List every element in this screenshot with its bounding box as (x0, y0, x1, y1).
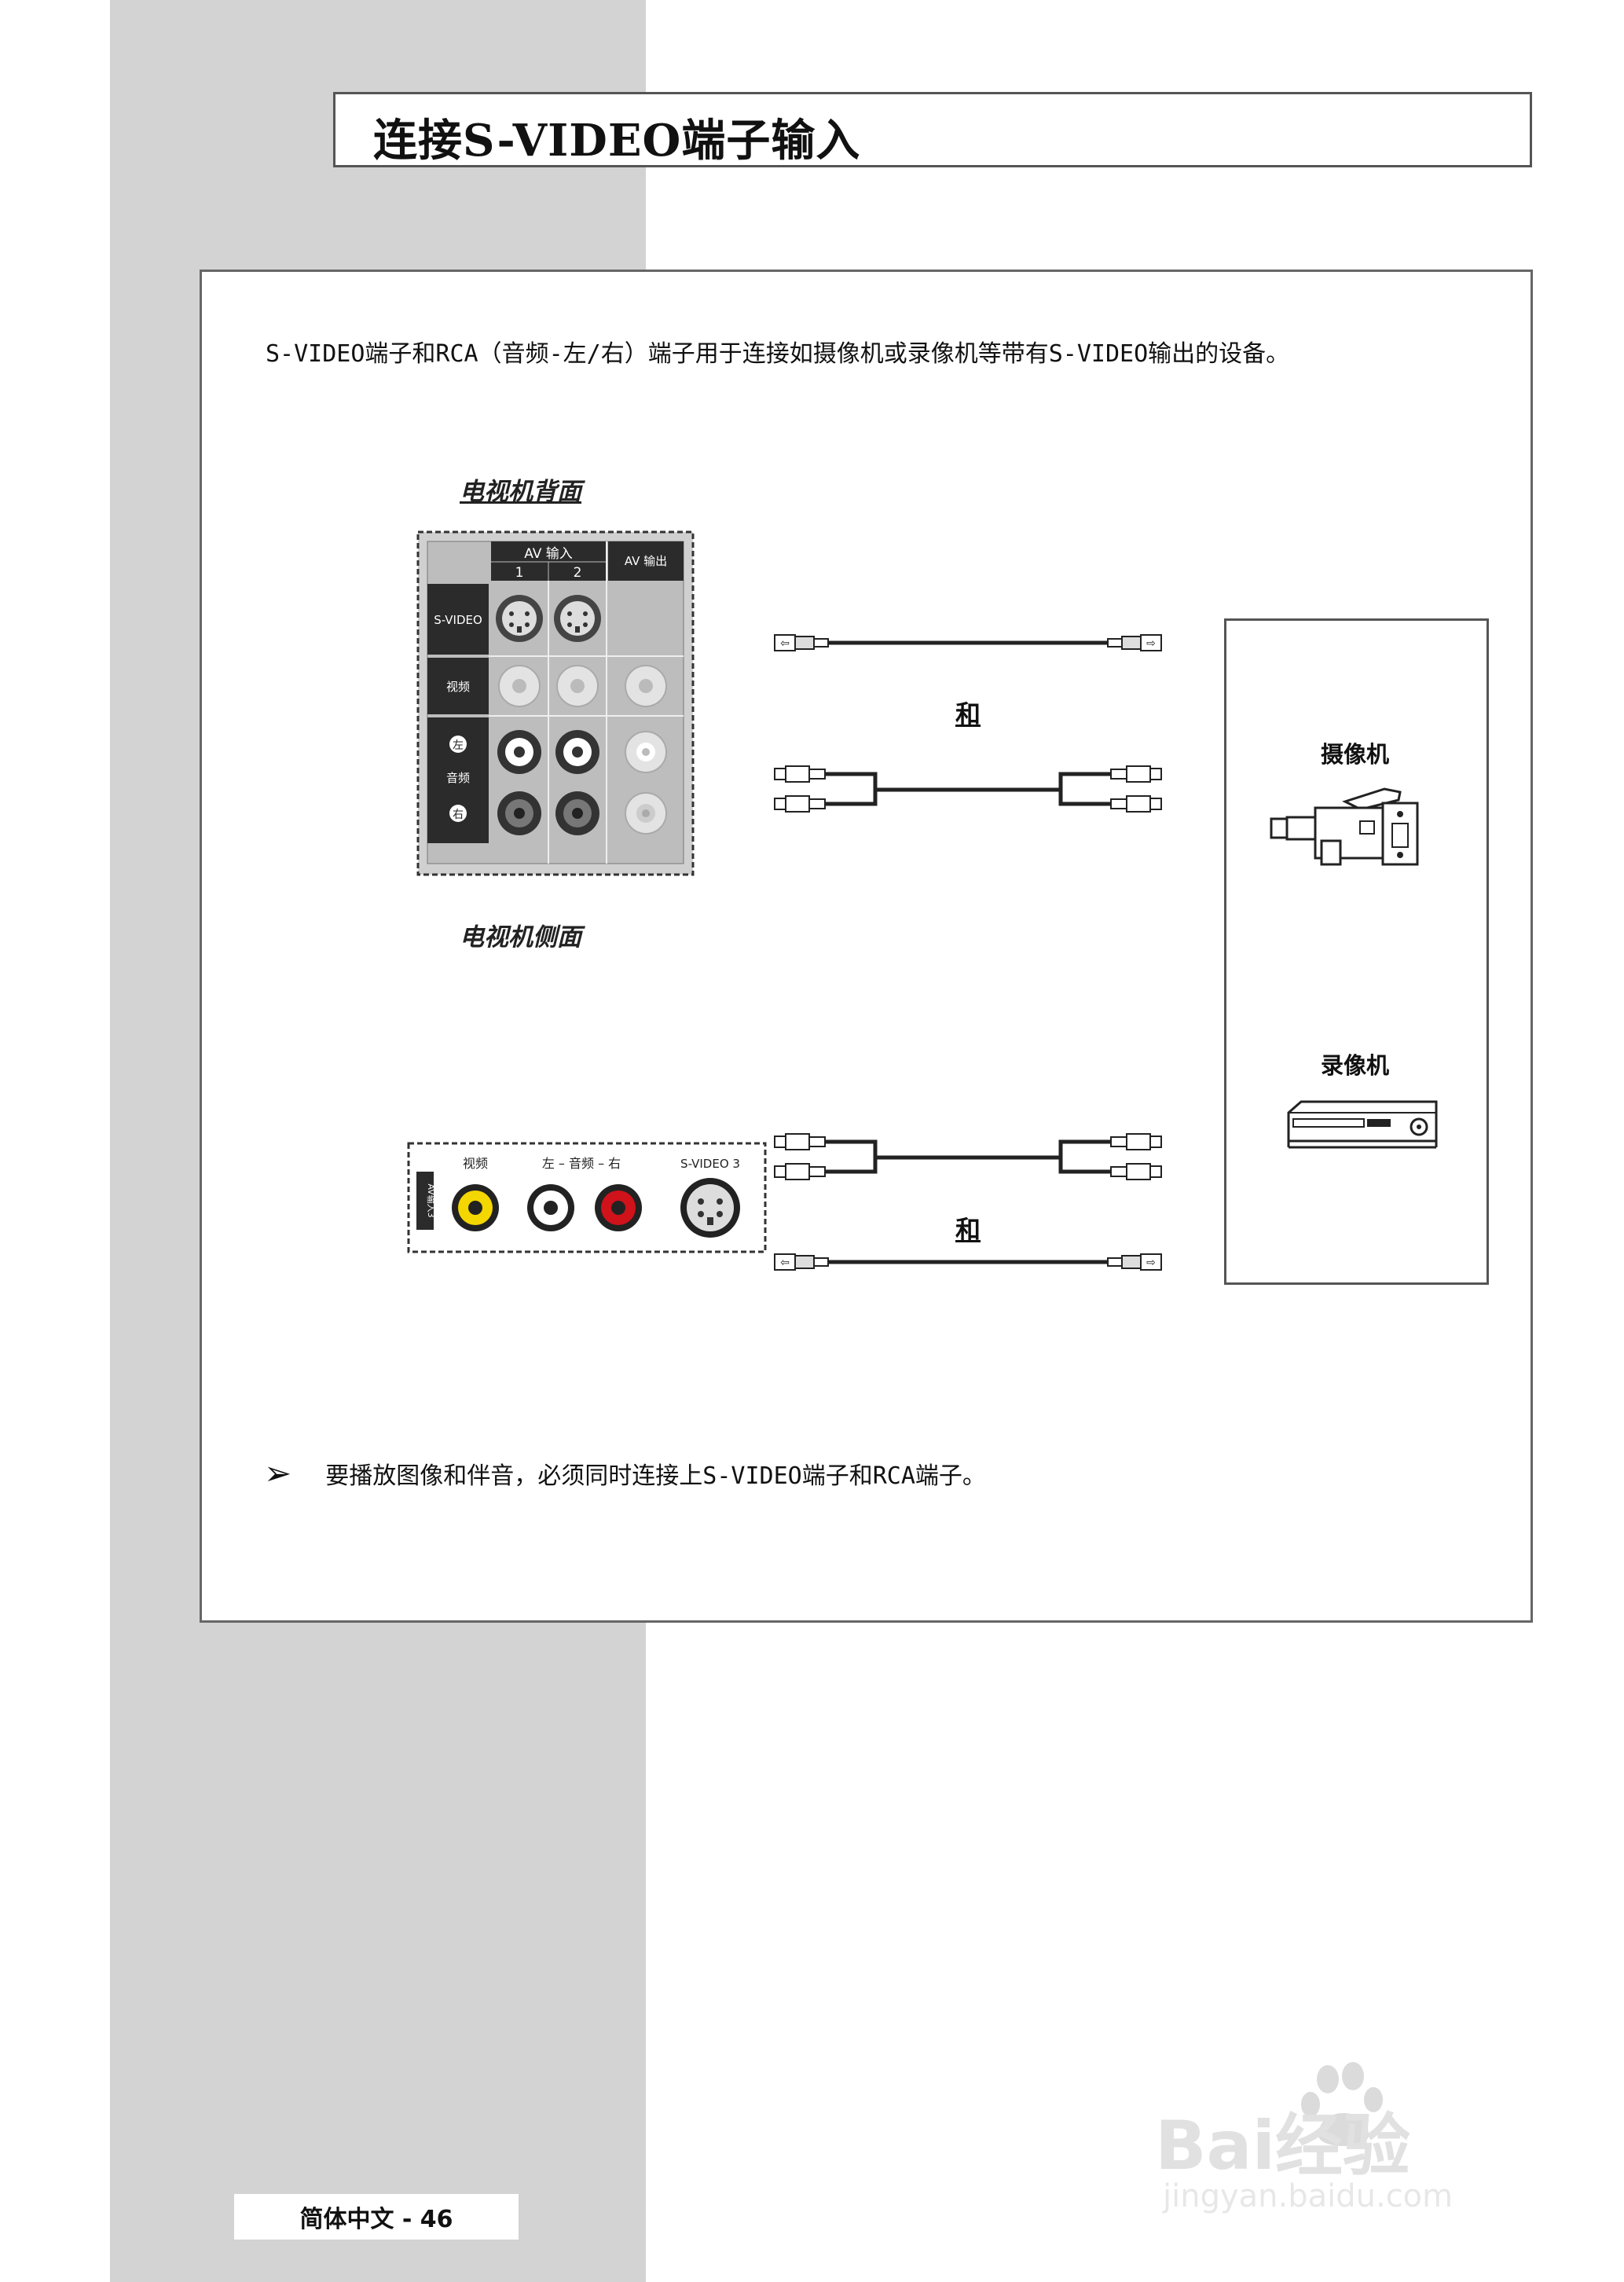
note-text: 要播放图像和伴音，必须同时连接上S-VIDEO端子和RCA端子。 (325, 1462, 986, 1490)
caption-tv-back: 电视机背面 (460, 478, 581, 506)
side-svideo-jack (680, 1178, 740, 1238)
row-label-svideo: S-VIDEO (434, 613, 482, 627)
av-out-header: AV 输出 (625, 554, 667, 568)
svideo-cable-top: ⇦ ⇨ (774, 634, 1162, 651)
camcorder-icon (1270, 787, 1419, 866)
title-box: 连接S-VIDEO端子输入 (333, 92, 1532, 167)
camcorder-label: 摄像机 (1321, 741, 1390, 768)
side-video-label: 视频 (463, 1156, 488, 1171)
svideo-jack-2 (554, 595, 601, 642)
av-in-header: AV 输入 (524, 546, 573, 562)
caption-tv-side: 电视机侧面 (460, 923, 581, 952)
av-in-col-2: 2 (574, 565, 582, 581)
svg-text:⇦: ⇦ (780, 1257, 790, 1269)
side-svideo-label: S-VIDEO 3 (680, 1157, 740, 1171)
side-audio-label: 左 – 音频 – 右 (542, 1156, 621, 1171)
audio-left-jacks (497, 730, 667, 774)
video-jacks (498, 665, 667, 707)
rca-cable-top (774, 765, 1162, 813)
watermark-brand: Bai经验 (1155, 2107, 1410, 2185)
vcr-icon (1287, 1100, 1438, 1149)
row-label-video: 视频 (446, 680, 470, 694)
svg-text:⇨: ⇨ (1146, 637, 1156, 650)
and-label-top: 和 (955, 699, 981, 729)
svideo-cable-bottom: ⇦ ⇨ (774, 1253, 1162, 1271)
row-label-audio: 音频 (446, 771, 470, 785)
arrow-right-icon: ➢ (264, 1454, 292, 1492)
side-audio-right-jack-red (595, 1184, 642, 1231)
side-video-jack-yellow (452, 1184, 499, 1231)
and-label-bottom: 和 (955, 1215, 981, 1245)
vcr-label: 录像机 (1321, 1052, 1390, 1079)
baidu-jingyan-watermark: Bai经验 jingyan.baidu.com (1155, 2062, 1453, 2214)
svideo-jack-1 (496, 595, 543, 642)
row-label-audio-left: 左 (453, 739, 464, 752)
tv-back-panel: AV 输入 1 2 AV 输出 S-VIDEO 视频 左 音频 右 (416, 530, 695, 876)
page-title: 连接S-VIDEO端子输入 (373, 115, 861, 167)
rca-cable-bottom (774, 1133, 1162, 1180)
audio-right-jacks (497, 791, 667, 835)
row-label-audio-right: 右 (453, 809, 464, 821)
page-footer: 简体中文 - 46 (234, 2194, 519, 2240)
device-box (1224, 618, 1489, 1285)
note-row: ➢ 要播放图像和伴音，必须同时连接上S-VIDEO端子和RCA端子。 (264, 1454, 986, 1492)
svg-text:⇦: ⇦ (780, 637, 790, 650)
intro-text: S-VIDEO端子和RCA（音频-左/右）端子用于连接如摄像机或录像机等带有S-… (266, 340, 1290, 368)
av-in3-label: AV输入3 (426, 1183, 437, 1217)
av-in-col-1: 1 (515, 565, 524, 581)
side-audio-left-jack (527, 1184, 574, 1231)
watermark-url: jingyan.baidu.com (1162, 2178, 1453, 2214)
svg-text:⇨: ⇨ (1146, 1257, 1156, 1269)
tv-side-panel: AV输入3 视频 左 – 音频 – 右 S-VIDEO 3 (407, 1142, 767, 1253)
